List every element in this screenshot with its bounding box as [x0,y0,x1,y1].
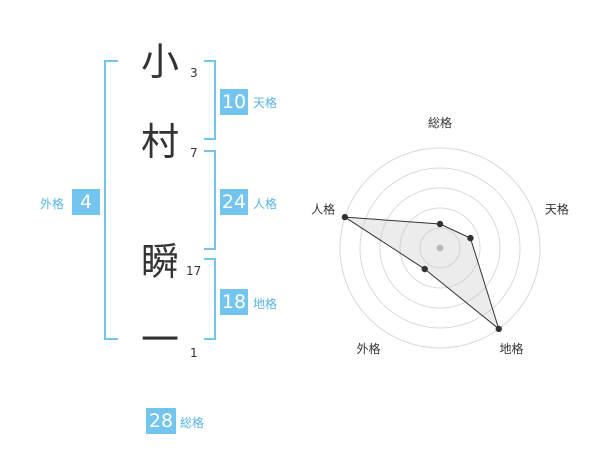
radar-point-4 [421,265,428,273]
radar-ring [379,187,501,309]
gaikaku-bracket [104,60,118,340]
stroke-count-3: 17 [186,264,202,278]
radar-ring [339,147,541,349]
jinkaku-label: 人格 [253,197,278,211]
stroke-count-4: 1 [190,346,198,360]
radar-point-2 [467,234,474,242]
radar-point-1 [436,220,444,228]
gaikaku-value: 4 [72,189,100,215]
radar-point-5 [341,213,349,221]
tenkaku-label: 天格 [253,96,278,110]
jinkaku-bracket [204,150,216,250]
radar-ring [359,167,521,329]
radar-center-dot [436,244,444,252]
name-char-1: 小 [140,40,179,84]
name-char-3: 瞬 [140,240,179,284]
chikaku-label: 地格 [253,297,278,311]
name-char-4: 一 [140,318,179,362]
radar-axis-label-5: 人格 [311,201,335,216]
radar-ring [399,207,481,289]
name-char-2: 村 [140,120,179,164]
chikaku-bracket [204,258,216,340]
soukaku-value: 28 [146,408,176,434]
radar-ring [419,227,461,269]
chikaku-value: 18 [220,289,248,315]
soukaku-label: 総格 [180,416,205,430]
radar-axis-label-1: 総格 [428,115,452,130]
radar-series-area [344,216,500,331]
radar-axis-label-3: 地格 [499,341,523,356]
radar-point-3 [495,325,502,333]
jinkaku-value: 24 [220,189,248,215]
tenkaku-value: 10 [220,89,248,115]
gaikaku-label: 外格 [40,197,65,211]
tenkaku-bracket [204,60,216,140]
stroke-count-1: 3 [190,66,198,80]
radar-axis-label-4: 外格 [357,341,381,356]
radar-axis-label-2: 天格 [545,201,569,216]
stroke-count-2: 7 [190,146,198,160]
